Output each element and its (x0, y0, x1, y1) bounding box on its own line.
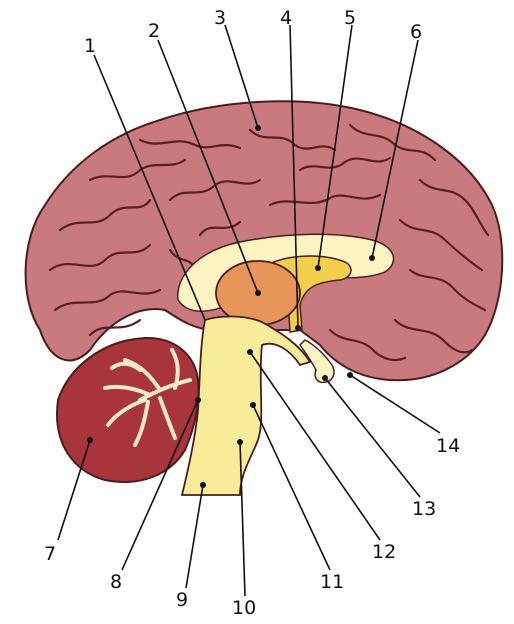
label-4: 4 (280, 7, 292, 29)
label-10: 10 (232, 597, 256, 619)
leader-dots (87, 125, 375, 488)
label-8: 8 (110, 571, 122, 593)
label-5: 5 (344, 7, 356, 29)
label-14: 14 (436, 435, 460, 457)
label-1: 1 (84, 35, 96, 57)
leader-9 (185, 484, 204, 589)
number-labels: 1 2 3 4 5 6 7 8 9 10 11 12 13 14 (44, 7, 460, 619)
leader-5 (317, 24, 353, 269)
leader-8 (121, 399, 199, 571)
leader-13 (324, 377, 421, 498)
label-6: 6 (410, 21, 422, 43)
leader-2 (157, 39, 259, 294)
label-2: 2 (148, 20, 160, 42)
arbor-vitae (103, 348, 192, 447)
leader-12 (249, 351, 381, 541)
label-11: 11 (320, 571, 344, 593)
leader-4 (289, 24, 299, 329)
leader-3 (224, 24, 259, 129)
label-13: 13 (412, 498, 436, 520)
leader-1 (93, 54, 206, 321)
brainstem (180, 315, 312, 496)
cortex-sulci (48, 123, 490, 362)
leader-11 (252, 404, 331, 571)
leader-14 (349, 374, 441, 434)
label-12: 12 (372, 541, 396, 563)
leader-7 (57, 439, 91, 541)
leader-lines (57, 24, 441, 597)
leader-10 (239, 441, 246, 597)
label-3: 3 (214, 7, 226, 29)
infundibulum (299, 339, 335, 384)
leader-6 (371, 39, 419, 259)
label-7: 7 (44, 543, 56, 565)
label-9: 9 (176, 589, 188, 611)
